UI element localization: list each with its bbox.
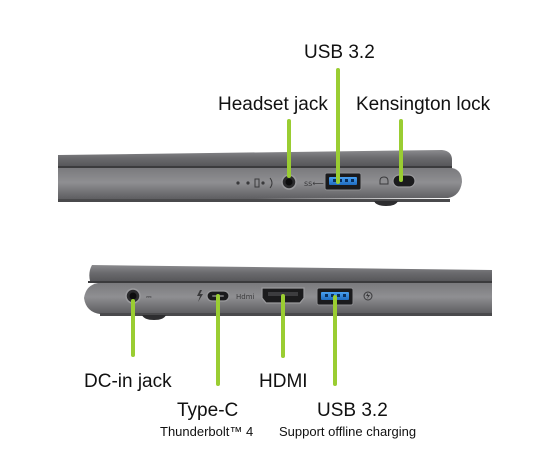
label-thunderbolt: Thunderbolt™ 4 [160, 424, 254, 439]
laptop-right-side-view: ss⟵ [58, 68, 462, 206]
lid-bottom [89, 265, 492, 281]
lid-gap [88, 281, 492, 283]
label-dc-in-jack: DC-in jack [84, 371, 172, 392]
label-headset-jack: Headset jack [218, 94, 328, 115]
usb-pin [337, 294, 340, 297]
label-usb-top: USB 3.2 [304, 42, 375, 63]
lid-gap [58, 166, 452, 168]
indicator-light [236, 181, 240, 185]
charging-bolt [366, 293, 370, 299]
dc-symbol: ⎓ [146, 293, 152, 301]
usb-pin [331, 294, 334, 297]
usb-pin [345, 179, 348, 182]
thunderbolt-icon [197, 290, 203, 302]
lid-top [58, 150, 452, 166]
usb-pin [339, 179, 342, 182]
usb-pin [325, 294, 328, 297]
indicator-symbol [269, 177, 273, 189]
label-type-c: Type-C [177, 400, 239, 421]
label-offline-charging: Support offline charging [279, 424, 417, 439]
label-hdmi: HDMI [259, 371, 308, 392]
laptop-left-side-view: ⎓ Hdmi [84, 265, 492, 386]
base-bottom-edge [58, 199, 450, 202]
dc-in-hole [129, 292, 137, 300]
indicator-light [246, 181, 250, 185]
indicator-light [261, 181, 265, 185]
usb-pin [351, 179, 354, 182]
usb-ss-symbol: ss⟵ [304, 179, 324, 188]
rubber-foot-top [374, 201, 398, 206]
lock-icon [379, 176, 389, 185]
hdmi-logo-text: Hdmi [236, 293, 255, 301]
base-bottom-edge [100, 313, 492, 316]
headset-jack-hole [285, 178, 293, 186]
usb-pin [333, 179, 336, 182]
label-usb-bottom: USB 3.2 [317, 400, 388, 421]
indicator-symbol [254, 178, 260, 188]
charging-symbol [363, 291, 373, 301]
label-kensington-lock: Kensington lock [356, 94, 491, 115]
kensington-lock-slot [392, 174, 416, 188]
rubber-foot-bottom [142, 315, 166, 320]
usb-pin [343, 294, 346, 297]
